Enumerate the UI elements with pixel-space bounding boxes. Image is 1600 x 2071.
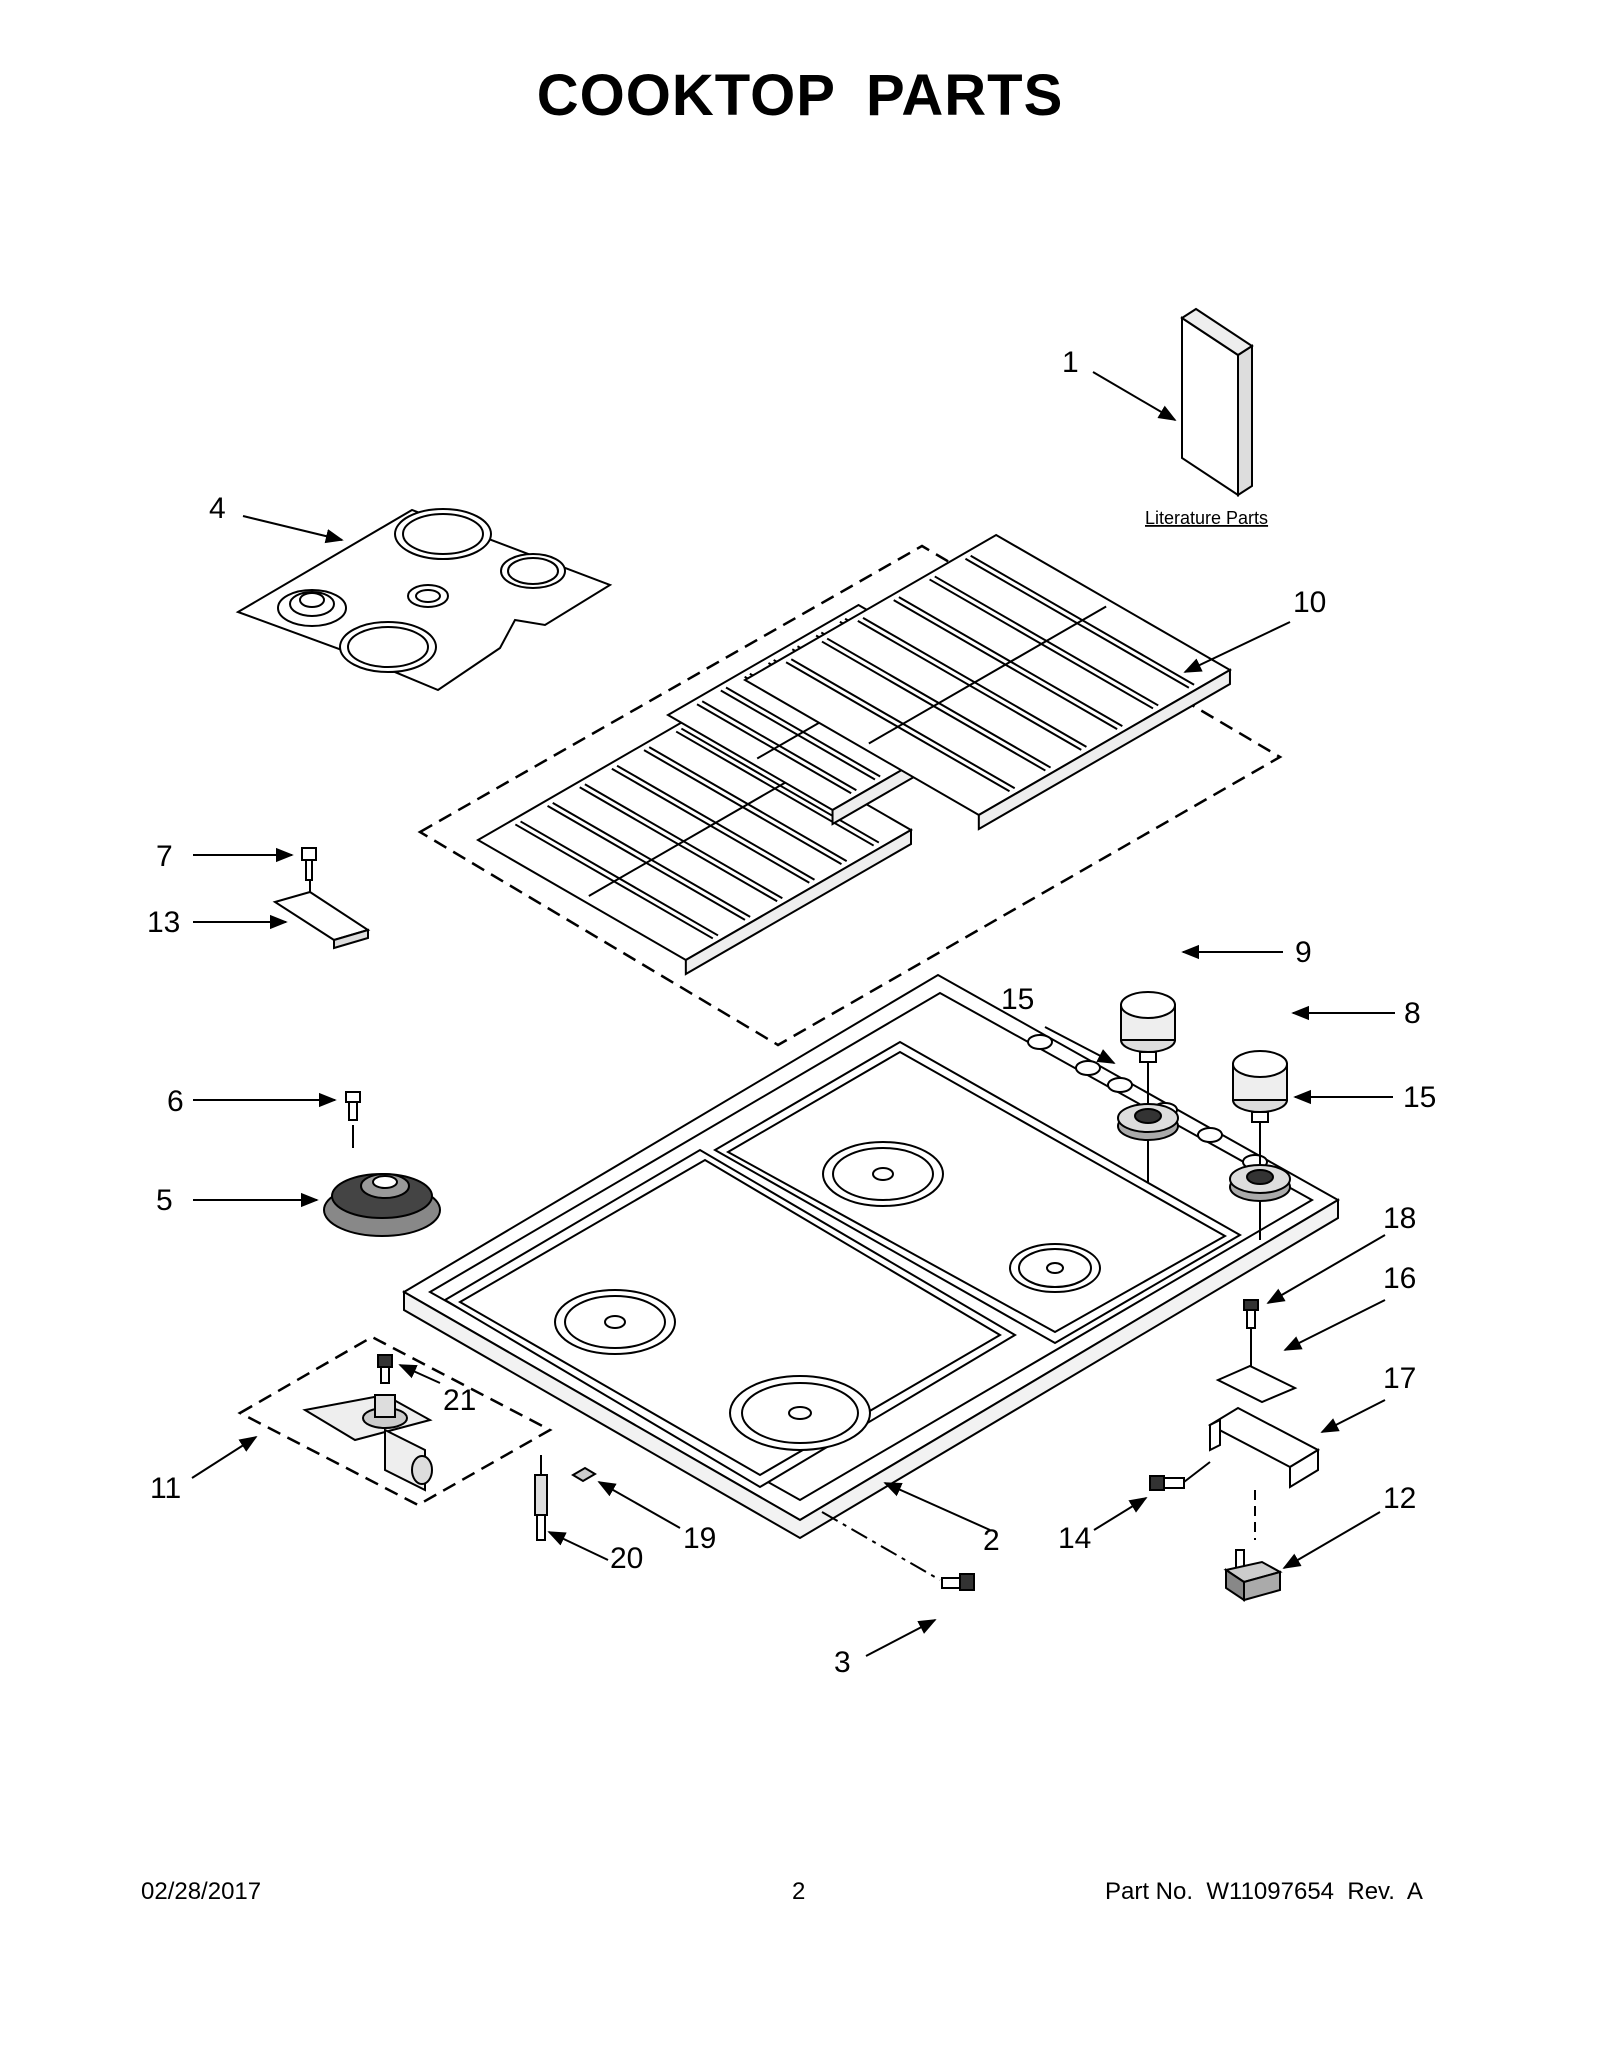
screw-part-18 <box>1243 1299 1259 1370</box>
callout-6: 6 <box>167 1085 184 1118</box>
screw-part-14 <box>1149 1461 1211 1491</box>
literature-booklet <box>1180 307 1254 497</box>
igniter-part-20 <box>534 1455 548 1541</box>
callout-9: 9 <box>1295 936 1312 969</box>
callout-5: 5 <box>156 1184 173 1217</box>
clip-part-19 <box>571 1466 597 1483</box>
bezel-part-15-right <box>1229 1164 1291 1240</box>
burner-plate <box>235 508 613 692</box>
callout-18: 18 <box>1383 1202 1416 1235</box>
leader-lines <box>191 371 1395 1657</box>
footer-date: 02/28/2017 <box>141 1878 262 1905</box>
callout-21: 21 <box>443 1384 476 1417</box>
callout-15-lower: 15 <box>1403 1081 1436 1114</box>
knob-part-8 <box>1232 1050 1288 1172</box>
callout-7: 7 <box>156 840 173 873</box>
cooktop-body <box>402 973 1340 1540</box>
knob-part-9 <box>1120 991 1176 1112</box>
callout-20: 20 <box>610 1542 643 1575</box>
page-title: COOKTOP PARTS <box>536 63 1064 128</box>
callout-labels: 1 4 10 7 13 9 15 8 6 15 5 18 16 17 21 11… <box>147 346 1436 1679</box>
callout-12: 12 <box>1383 1482 1416 1515</box>
grates-group <box>417 533 1283 1047</box>
bezel-part-15-left <box>1117 1103 1179 1182</box>
callout-19: 19 <box>683 1522 716 1555</box>
callout-3: 3 <box>834 1646 851 1679</box>
callout-1: 1 <box>1062 346 1079 379</box>
callout-11: 11 <box>150 1472 181 1505</box>
callout-14: 14 <box>1058 1522 1091 1555</box>
literature-parts-label: Literature Parts <box>1145 508 1268 528</box>
callout-16: 16 <box>1383 1262 1416 1295</box>
callout-17: 17 <box>1383 1362 1416 1395</box>
valve-assembly-part-11 <box>237 1335 553 1507</box>
screw-part-6 <box>345 1091 361 1148</box>
callout-13: 13 <box>147 906 180 939</box>
bracket-part-17 <box>1207 1406 1321 1540</box>
footer-part-number: Part No. W11097654 Rev. A <box>1105 1878 1423 1905</box>
callout-10: 10 <box>1293 586 1326 619</box>
burner-base-part-5 <box>323 1173 441 1237</box>
callout-2: 2 <box>983 1524 1000 1557</box>
switch-part-12 <box>1223 1549 1283 1602</box>
grate-right <box>743 533 1232 831</box>
screw-part-3 <box>821 1511 975 1591</box>
screw-part-21 <box>377 1354 393 1384</box>
callout-8: 8 <box>1404 997 1421 1030</box>
mounting-bracket-part-13 <box>272 890 371 950</box>
callout-4: 4 <box>209 492 226 525</box>
callout-15-upper: 15 <box>1001 983 1034 1016</box>
spacer-part-16 <box>1215 1364 1298 1404</box>
footer-page-number: 2 <box>792 1878 806 1905</box>
